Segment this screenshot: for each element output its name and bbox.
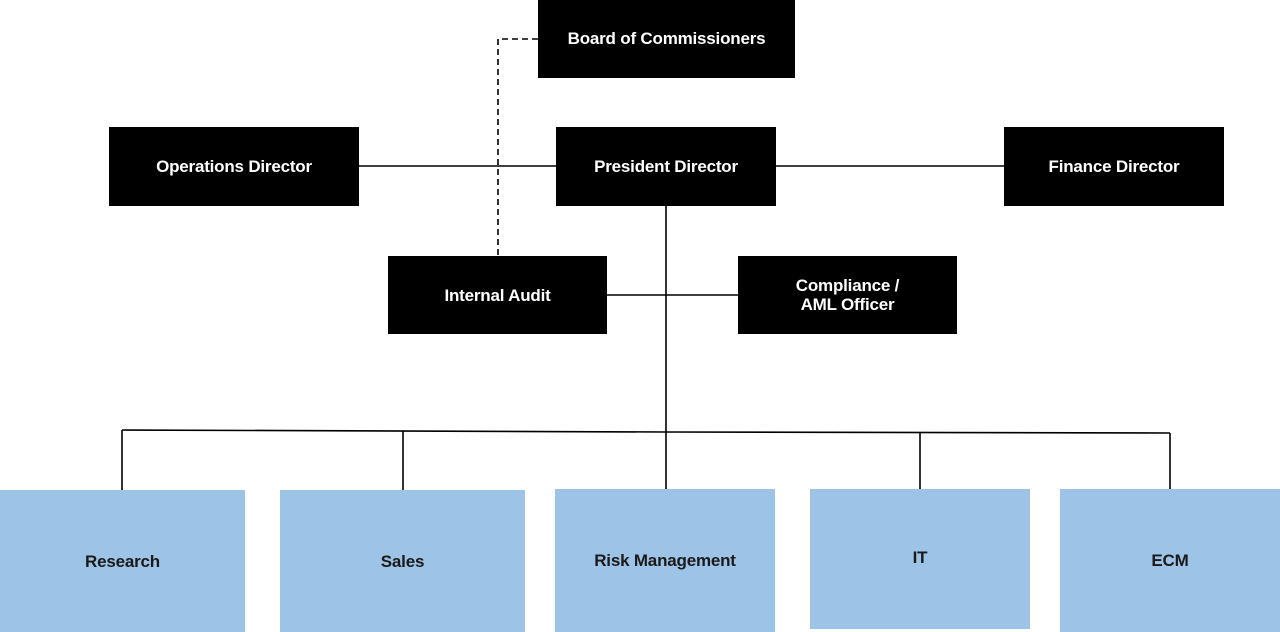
sales-department-label: Sales [380, 551, 425, 571]
research-department-label: Research [85, 551, 160, 571]
compliance-aml-officer-box: Compliance / AML Officer [738, 256, 957, 334]
research-department-box: Research [0, 490, 245, 632]
it-department-box: IT [810, 489, 1030, 629]
ecm-department-label: ECM [1151, 551, 1189, 570]
ecm-department-box: ECM [1060, 489, 1280, 632]
it-department-label: IT [912, 547, 928, 567]
risk-management-department-box: Risk Management [555, 489, 775, 632]
operations-director-box: Operations Director [109, 127, 359, 206]
internal-audit-box: Internal Audit [388, 256, 607, 334]
president-director-box: President Director [556, 127, 776, 206]
finance-director-box: Finance Director [1004, 127, 1224, 206]
board-of-commissioners-box: Board of Commissioners [538, 0, 795, 78]
operations-director-label: Operations Director [156, 157, 312, 176]
finance-director-label: Finance Director [1048, 157, 1180, 176]
president-director-label: President Director [594, 157, 738, 176]
sales-department-box: Sales [280, 490, 525, 632]
department-bus-connector [121, 429, 1171, 434]
board-of-commissioners-label: Board of Commissioners [567, 28, 766, 48]
compliance-aml-officer-label: Compliance / AML Officer [795, 276, 900, 314]
board-audit-dashed-connector [497, 38, 538, 256]
risk-management-department-label: Risk Management [594, 551, 736, 570]
internal-audit-label: Internal Audit [444, 285, 551, 305]
